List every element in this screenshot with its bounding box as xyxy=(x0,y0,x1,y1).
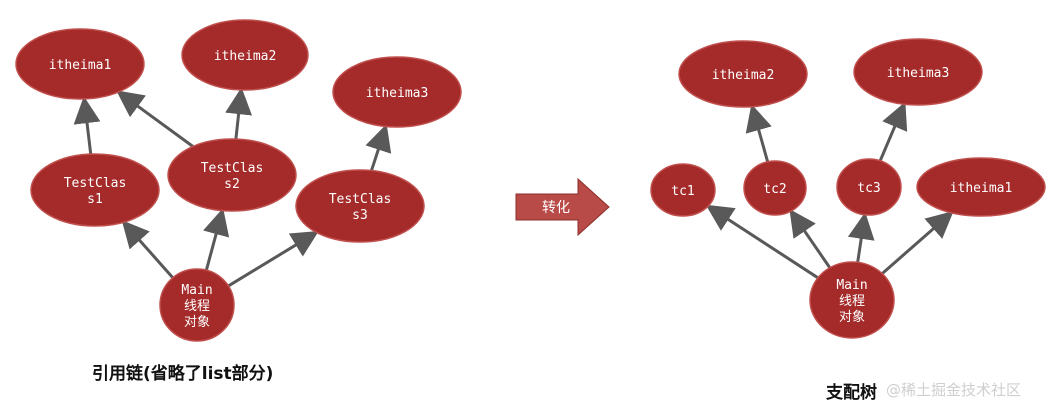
left-edge-lt2-to-l1 xyxy=(116,90,194,148)
right-node-ellipse xyxy=(678,40,808,108)
left-node-l2: itheima2 xyxy=(181,19,309,91)
left-node-label: s3 xyxy=(352,208,368,223)
right-edge-rc3-to-r3 xyxy=(878,101,908,162)
transform-arrow-shape xyxy=(515,177,610,237)
left-node-label: s2 xyxy=(224,177,240,192)
right-node-ellipse xyxy=(836,158,902,216)
right-edge-rm-to-rc3 xyxy=(847,212,875,263)
left-node-label: 线程 xyxy=(184,299,210,314)
right-node-label: itheima2 xyxy=(712,68,775,83)
left-edge-lt1-to-l1 xyxy=(73,96,101,155)
right-node-label: itheima3 xyxy=(887,66,950,81)
dominator-tree-caption: 支配树 xyxy=(826,383,877,403)
left-node-ellipse xyxy=(181,19,309,91)
left-node-label: Main xyxy=(181,283,212,298)
left-node-label: itheima2 xyxy=(214,49,277,64)
right-node-rc1: tc1 xyxy=(650,163,716,217)
left-node-ellipse xyxy=(167,138,297,212)
left-node-l3: itheima3 xyxy=(332,56,462,128)
right-node-label: tc3 xyxy=(857,181,880,196)
left-edge-lm-to-lt1 xyxy=(121,220,174,279)
left-edge-lt3-to-l3 xyxy=(365,123,392,172)
right-node-ellipse xyxy=(853,38,983,106)
right-node-ellipse xyxy=(743,160,807,216)
left-node-ellipse xyxy=(332,56,462,128)
right-node-ellipse xyxy=(916,157,1046,217)
right-edge-rm-to-rc1 xyxy=(705,204,819,280)
left-edge-lt2-to-l2 xyxy=(225,87,253,140)
right-node-rc2: tc2 xyxy=(743,160,807,216)
right-node-r3: itheima3 xyxy=(853,38,983,106)
right-edge-rm-to-r1 xyxy=(881,210,954,275)
left-node-l1: itheima1 xyxy=(15,28,145,100)
right-node-label: Main xyxy=(836,278,867,293)
transform-arrow-label: 转化 xyxy=(542,200,570,216)
transform-arrow: 转化 xyxy=(515,177,610,237)
left-node-ellipse xyxy=(159,268,235,342)
left-node-ellipse xyxy=(30,153,160,227)
right-node-label: itheima1 xyxy=(950,181,1013,196)
right-node-r2: itheima2 xyxy=(678,40,808,108)
node-layer: itheima1itheima2itheima3TestClass1TestCl… xyxy=(15,19,1046,342)
right-node-rc3: tc3 xyxy=(836,158,902,216)
reference-chain-caption: 引用链(省略了list部分) xyxy=(92,364,274,384)
edge-layer xyxy=(73,87,954,288)
left-node-label: TestClas xyxy=(329,192,392,207)
left-edge-lm-to-lt2 xyxy=(203,207,230,271)
left-node-label: 对象 xyxy=(184,315,210,330)
right-node-label: tc1 xyxy=(671,184,694,199)
right-node-label: 对象 xyxy=(839,310,865,325)
right-node-r1: itheima1 xyxy=(916,157,1046,217)
left-node-label: s1 xyxy=(87,192,103,207)
right-node-label: 线程 xyxy=(839,294,865,309)
left-edge-lm-to-lt3 xyxy=(227,231,319,288)
left-node-label: TestClas xyxy=(64,176,127,191)
left-node-ellipse xyxy=(295,169,425,243)
left-node-ellipse xyxy=(15,28,145,100)
left-node-label: TestClas xyxy=(201,161,264,176)
watermark: @稀土掘金技术社区 xyxy=(886,381,1022,399)
left-node-label: itheima1 xyxy=(49,58,112,73)
right-edge-rm-to-rc2 xyxy=(789,208,832,269)
right-edge-rc2-to-r2 xyxy=(745,104,772,163)
right-node-ellipse xyxy=(809,261,895,339)
right-node-ellipse xyxy=(650,163,716,217)
right-node-label: tc2 xyxy=(763,182,786,197)
left-node-label: itheima3 xyxy=(366,86,429,101)
